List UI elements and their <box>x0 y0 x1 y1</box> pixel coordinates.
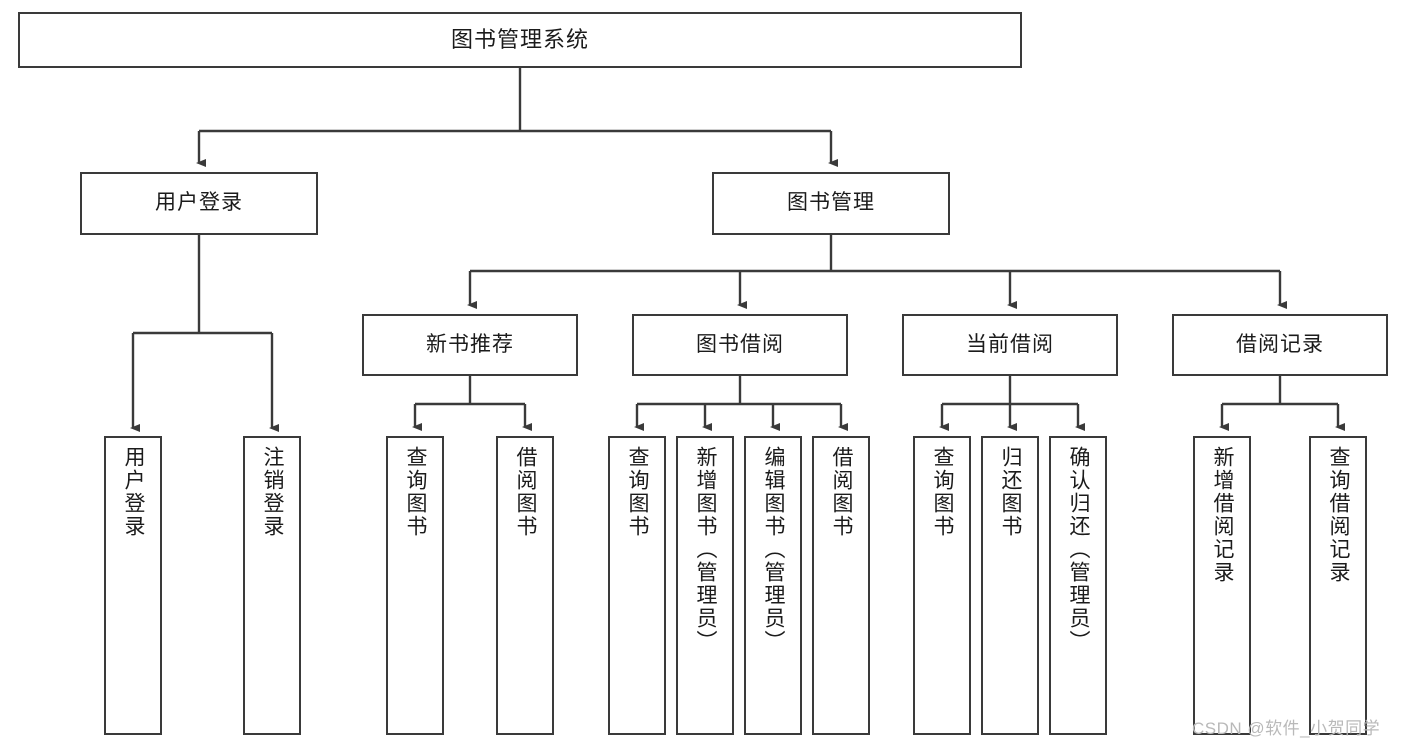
leaf-query-books-borrow[interactable]: 查询图书 <box>608 436 666 735</box>
node-label: 借阅图书 <box>830 446 854 538</box>
leaf-add-borrow-record[interactable]: 新增借阅记录 <box>1193 436 1251 735</box>
node-label: 编辑图书（管理员） <box>762 446 786 653</box>
node-book-borrow[interactable]: 图书借阅 <box>632 314 848 376</box>
node-label: 归还图书 <box>999 446 1023 538</box>
node-label: 图书管理 <box>787 191 875 215</box>
leaf-user-login[interactable]: 用户登录 <box>104 436 162 735</box>
leaf-confirm-return-admin[interactable]: 确认归还（管理员） <box>1049 436 1107 735</box>
node-label: 查询借阅记录 <box>1327 446 1351 584</box>
node-label: 确认归还（管理员） <box>1067 446 1091 653</box>
node-label: 用户登录 <box>122 446 146 538</box>
leaf-add-book-admin[interactable]: 新增图书（管理员） <box>676 436 734 735</box>
node-book-management[interactable]: 图书管理 <box>712 172 950 235</box>
csdn-watermark: CSDN @软件_小贺同学 <box>1192 719 1381 738</box>
node-label: 当前借阅 <box>966 332 1054 356</box>
leaf-return-books[interactable]: 归还图书 <box>981 436 1039 735</box>
node-label: 新增借阅记录 <box>1211 446 1235 584</box>
node-current-borrow[interactable]: 当前借阅 <box>902 314 1118 376</box>
leaf-query-books-recommend[interactable]: 查询图书 <box>386 436 444 735</box>
node-label: 查询图书 <box>931 446 955 538</box>
node-label: 查询图书 <box>404 446 428 538</box>
node-root-system[interactable]: 图书管理系统 <box>18 12 1022 68</box>
node-label: 新书推荐 <box>426 332 514 356</box>
node-label: 注销登录 <box>261 446 285 538</box>
node-new-book-recommendation[interactable]: 新书推荐 <box>362 314 578 376</box>
node-label: 借阅记录 <box>1236 332 1324 356</box>
node-label: 借阅图书 <box>514 446 538 538</box>
node-label: 图书借阅 <box>696 332 784 356</box>
leaf-query-books-current[interactable]: 查询图书 <box>913 436 971 735</box>
leaf-borrow-books-recommend[interactable]: 借阅图书 <box>496 436 554 735</box>
node-label: 用户登录 <box>155 191 243 215</box>
node-label: 图书管理系统 <box>450 27 589 53</box>
leaf-edit-book-admin[interactable]: 编辑图书（管理员） <box>744 436 802 735</box>
leaf-logout[interactable]: 注销登录 <box>243 436 301 735</box>
leaf-borrow-books[interactable]: 借阅图书 <box>812 436 870 735</box>
node-borrow-records[interactable]: 借阅记录 <box>1172 314 1388 376</box>
leaf-query-borrow-record[interactable]: 查询借阅记录 <box>1309 436 1367 735</box>
node-label: 查询图书 <box>626 446 650 538</box>
node-label: 新增图书（管理员） <box>694 446 718 653</box>
node-user-login[interactable]: 用户登录 <box>80 172 318 235</box>
